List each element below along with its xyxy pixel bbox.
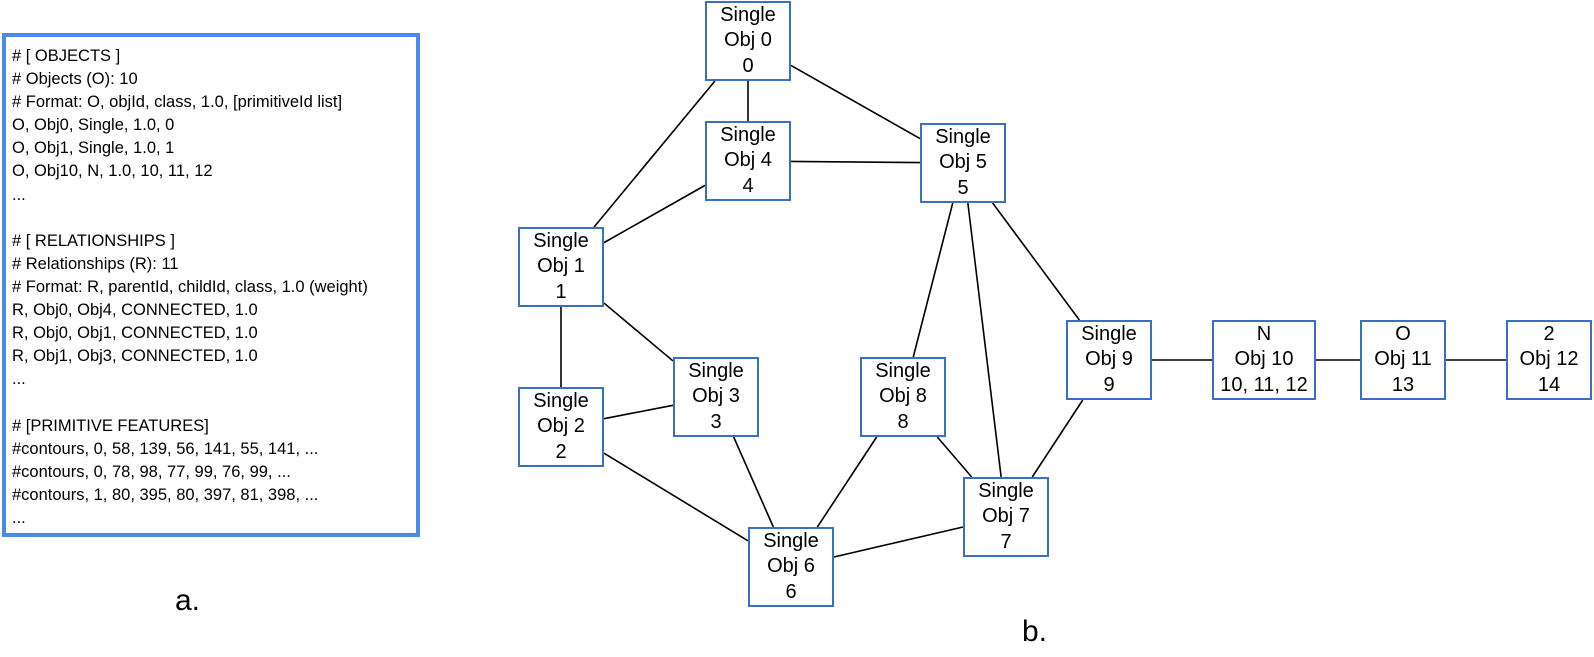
node-class: Single: [533, 389, 589, 412]
node-class: Single: [533, 229, 589, 252]
file-line: R, Obj0, Obj4, CONNECTED, 1.0: [12, 301, 258, 320]
node-primitives: 10, 11, 12: [1220, 373, 1308, 396]
edge-obj0-obj1: [593, 80, 716, 228]
node-primitives: 4: [742, 174, 754, 197]
node-name: Obj 9: [1085, 348, 1133, 371]
node-name: Obj 12: [1519, 348, 1579, 371]
node-primitives: 6: [785, 580, 797, 603]
file-line: R, Obj1, Obj3, CONNECTED, 1.0: [12, 347, 258, 366]
file-line: ...: [12, 185, 26, 204]
edge-obj0-obj5: [790, 64, 921, 140]
node-name: Obj 2: [537, 415, 585, 438]
file-line: #contours, 1, 80, 395, 80, 397, 81, 398,…: [12, 485, 319, 504]
edge-obj2-obj3: [603, 404, 674, 420]
file-line: #contours, 0, 78, 98, 77, 99, 76, 99, ..…: [12, 462, 291, 481]
edge-obj4-obj5: [790, 160, 921, 164]
node-primitives: 13: [1391, 373, 1415, 396]
node-primitives: 14: [1537, 373, 1561, 396]
node-class: Single: [978, 479, 1034, 502]
node-name: Obj 1: [537, 255, 585, 278]
node-class: Single: [935, 125, 991, 148]
file-line: # Format: R, parentId, childId, class, 1…: [12, 277, 368, 296]
file-line: # [ OBJECTS ]: [12, 47, 121, 65]
node-name: Obj 3: [692, 385, 740, 408]
edge-obj2-obj6: [603, 452, 749, 542]
edge-obj6-obj7: [833, 526, 964, 558]
edge-obj1-obj3: [603, 302, 674, 362]
node-name: Obj 5: [939, 151, 987, 174]
node-primitives: 9: [1103, 373, 1115, 396]
node-name: Obj 8: [879, 385, 927, 408]
file-line: # Relationships (R): 11: [12, 254, 179, 273]
caption-b: b.: [1022, 615, 1048, 648]
node-class: Single: [720, 3, 776, 26]
node-primitives: 5: [957, 176, 969, 199]
node-class: Single: [1081, 322, 1137, 345]
edge-obj4-obj1: [603, 184, 706, 244]
node-class: Single: [720, 123, 776, 146]
file-line: R, Obj0, Obj1, CONNECTED, 1.0: [12, 324, 258, 343]
node-name: Obj 10: [1234, 348, 1294, 371]
edge-obj5-obj9: [992, 202, 1080, 321]
node-primitives: 7: [1000, 530, 1012, 553]
node-primitives: 3: [710, 410, 722, 433]
edge-obj9-obj7: [1031, 399, 1084, 478]
node-class: Single: [763, 529, 819, 552]
node-name: Obj 0: [724, 29, 772, 52]
file-line: # [PRIMITIVE FEATURES]: [12, 416, 209, 435]
file-line: ...: [12, 508, 26, 527]
edge-obj5-obj8: [912, 202, 954, 358]
node-name: Obj 11: [1374, 348, 1432, 371]
edge-obj5-obj7: [967, 202, 1002, 478]
caption-a: a.: [175, 584, 201, 617]
node-class: 2: [1543, 322, 1555, 345]
node-class: N: [1256, 322, 1272, 345]
file-line: O, Obj10, N, 1.0, 10, 11, 12: [12, 162, 213, 181]
file-line: # Format: O, objId, class, 1.0, [primiti…: [12, 93, 343, 112]
file-line: #contours, 0, 58, 139, 56, 141, 55, 141,…: [12, 439, 319, 458]
file-line: O, Obj0, Single, 1.0, 0: [12, 116, 175, 135]
node-primitives: 1: [555, 280, 567, 303]
edge-obj8-obj6: [816, 436, 878, 528]
file-line: # Objects (O): 10: [12, 70, 138, 89]
file-line: # [ RELATIONSHIPS ]: [12, 231, 175, 250]
node-primitives: 0: [742, 54, 754, 77]
node-primitives: 8: [897, 410, 909, 433]
edge-obj8-obj7: [936, 436, 973, 478]
object-file-panel: # [ OBJECTS ] # Objects (O): 10 # Format: …: [2, 33, 420, 537]
node-class: Single: [875, 359, 931, 382]
node-name: Obj 7: [982, 505, 1030, 528]
file-line: O, Obj1, Single, 1.0, 1: [12, 139, 175, 158]
file-line: ...: [12, 370, 26, 389]
node-name: Obj 6: [767, 555, 815, 578]
edge-obj3-obj6: [732, 436, 775, 528]
node-class: Single: [688, 359, 744, 382]
node-class: O: [1395, 322, 1411, 345]
node-name: Obj 4: [724, 149, 772, 172]
node-primitives: 2: [555, 440, 567, 463]
